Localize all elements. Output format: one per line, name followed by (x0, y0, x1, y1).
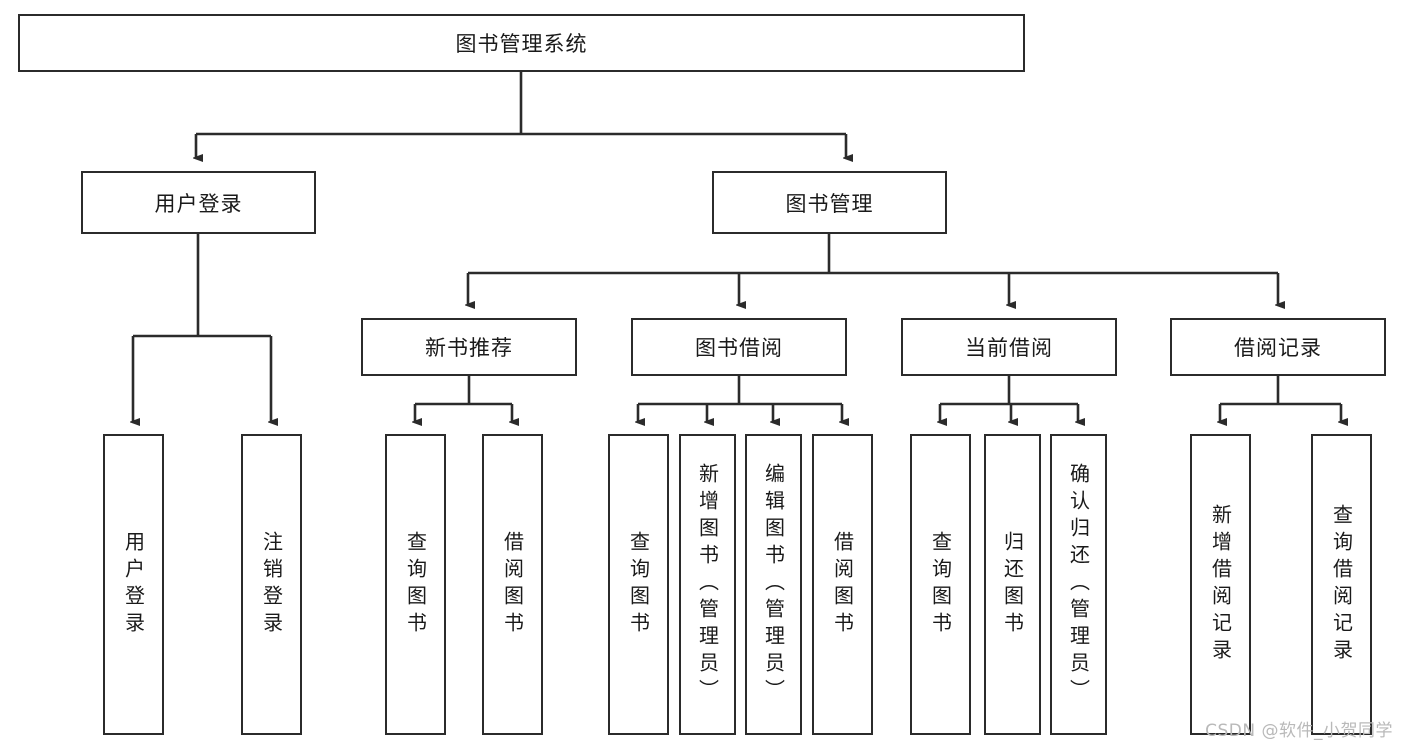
node-label: 借阅记录 (1234, 336, 1322, 360)
leaf-current-borrow-query-book[interactable]: 查询图书 (910, 434, 971, 735)
node-label: 借阅图书 (830, 530, 855, 639)
leaf-book-borrow-edit-book[interactable]: 编辑图书（管理员） (745, 434, 802, 735)
node-label: 确认归还（管理员） (1066, 463, 1091, 706)
node-label: 图书借阅 (695, 336, 783, 360)
node-label: 图书管理系统 (455, 32, 588, 56)
node-borrow-record[interactable]: 借阅记录 (1170, 318, 1386, 376)
leaf-new-book-borrow-book[interactable]: 借阅图书 (482, 434, 543, 735)
node-label: 新增图书（管理员） (695, 463, 720, 706)
node-label: 用户登录 (121, 530, 146, 639)
leaf-current-borrow-return-book[interactable]: 归还图书 (984, 434, 1041, 735)
node-book-management[interactable]: 图书管理 (712, 171, 947, 234)
leaf-user-login-logout[interactable]: 注销登录 (241, 434, 302, 735)
node-label: 借阅图书 (500, 530, 525, 639)
leaf-book-borrow-borrow-book[interactable]: 借阅图书 (812, 434, 873, 735)
node-label: 查询图书 (626, 530, 651, 639)
leaf-current-borrow-confirm-return[interactable]: 确认归还（管理员） (1050, 434, 1107, 735)
node-label: 图书管理 (785, 191, 874, 216)
node-user-login[interactable]: 用户登录 (81, 171, 316, 234)
node-label: 查询图书 (403, 530, 428, 639)
node-label: 归还图书 (1000, 530, 1025, 639)
node-label: 编辑图书（管理员） (761, 463, 786, 706)
node-label: 当前借阅 (965, 336, 1053, 360)
node-label: 用户登录 (154, 191, 243, 216)
leaf-book-borrow-add-book[interactable]: 新增图书（管理员） (679, 434, 736, 735)
node-label: 查询图书 (928, 530, 953, 639)
node-label: 新增借阅记录 (1208, 503, 1233, 666)
leaf-book-borrow-query-book[interactable]: 查询图书 (608, 434, 669, 735)
node-label: 新书推荐 (425, 336, 513, 360)
node-label: 注销登录 (259, 530, 284, 639)
node-current-borrow[interactable]: 当前借阅 (901, 318, 1117, 376)
node-book-borrow[interactable]: 图书借阅 (631, 318, 847, 376)
leaf-user-login-login[interactable]: 用户登录 (103, 434, 164, 735)
node-label: 查询借阅记录 (1329, 503, 1354, 666)
leaf-new-book-query-book[interactable]: 查询图书 (385, 434, 446, 735)
node-new-book-recommend[interactable]: 新书推荐 (361, 318, 577, 376)
leaf-borrow-record-query-record[interactable]: 查询借阅记录 (1311, 434, 1372, 735)
watermark-text: CSDN @软件_小贺同学 (1205, 721, 1393, 741)
node-root-book-management-system[interactable]: 图书管理系统 (18, 14, 1025, 72)
leaf-borrow-record-add-record[interactable]: 新增借阅记录 (1190, 434, 1251, 735)
